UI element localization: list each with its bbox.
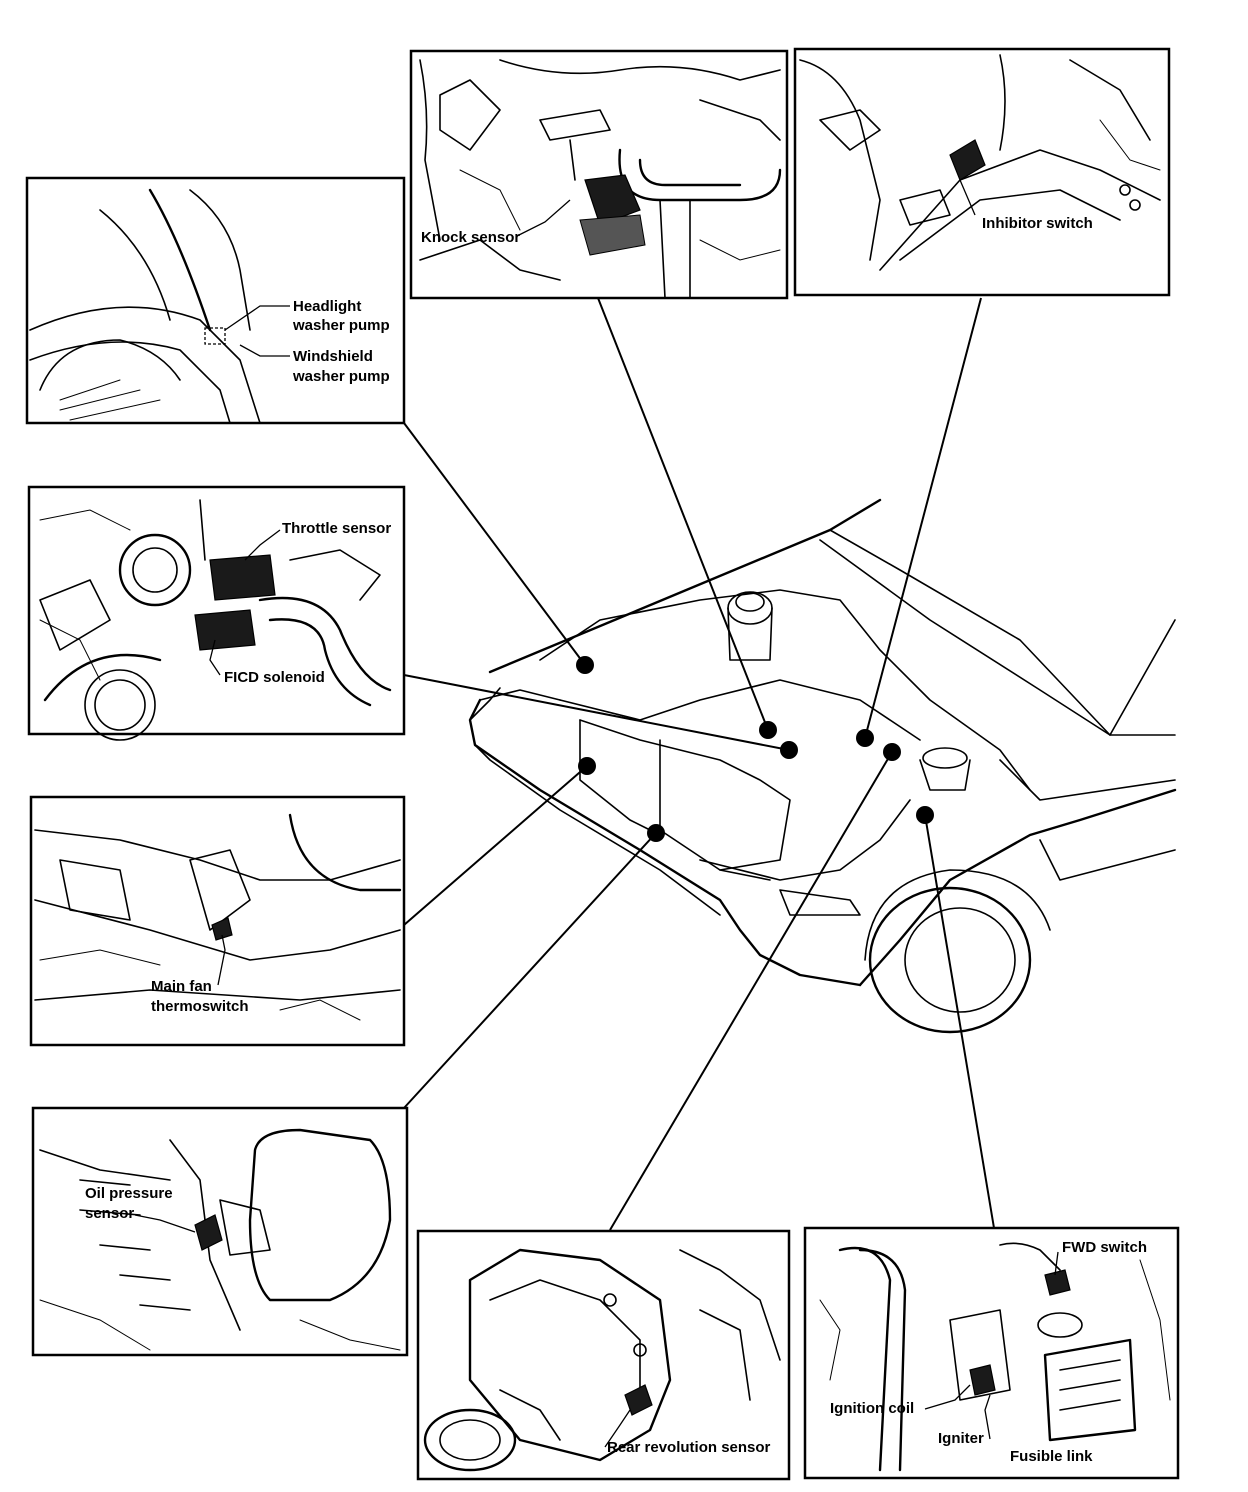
panel-oil-pressure-sensor: Oil pressure sensor (31, 1106, 409, 1357)
panel-main-fan-thermoswitch: Main fan thermoswitch (29, 795, 406, 1047)
main-fan-thermoswitch-label-2: thermoswitch (151, 998, 249, 1015)
headlight-washer-pump-label-1: Headlight (293, 298, 361, 315)
windshield-washer-pump-label-2: washer pump (292, 368, 390, 385)
leader-lines (403, 297, 995, 1231)
panel-inhibitor-switch: Inhibitor switch (793, 47, 1171, 297)
fwd-switch-label: FWD switch (1062, 1239, 1147, 1256)
main-fan-thermoswitch-label-1: Main fan (151, 978, 212, 995)
inhibitor-switch-label: Inhibitor switch (982, 215, 1093, 232)
panel-washer-pumps: Headlight washer pump Windshield washer … (25, 176, 406, 425)
throttle-sensor-label: Throttle sensor (282, 520, 391, 537)
ignition-coil-label: Ignition coil (830, 1400, 914, 1417)
panel-rear-revolution-sensor: Rear revolution sensor (416, 1229, 791, 1481)
windshield-washer-pump-label-1: Windshield (293, 348, 373, 365)
panel-knock-sensor: Knock sensor (409, 49, 789, 300)
headlight-washer-pump-label-2: washer pump (292, 317, 390, 334)
oil-pressure-sensor-label-2: sensor (85, 1205, 134, 1222)
panel-throttle-ficd: Throttle sensor FICD solenoid (27, 485, 406, 741)
oil-pressure-sensor-label-1: Oil pressure (85, 1185, 173, 1202)
igniter-label: Igniter (938, 1430, 984, 1447)
car-illustration (468, 498, 1177, 1034)
fusible-link-label: Fusible link (1010, 1448, 1093, 1465)
knock-sensor-label: Knock sensor (421, 229, 520, 246)
ficd-solenoid-label: FICD solenoid (224, 669, 325, 686)
panel-fwd-switch-ignition: FWD switch Ignition coil Igniter Fusible… (803, 1226, 1180, 1480)
rear-revolution-sensor-label: Rear revolution sensor (607, 1439, 771, 1456)
